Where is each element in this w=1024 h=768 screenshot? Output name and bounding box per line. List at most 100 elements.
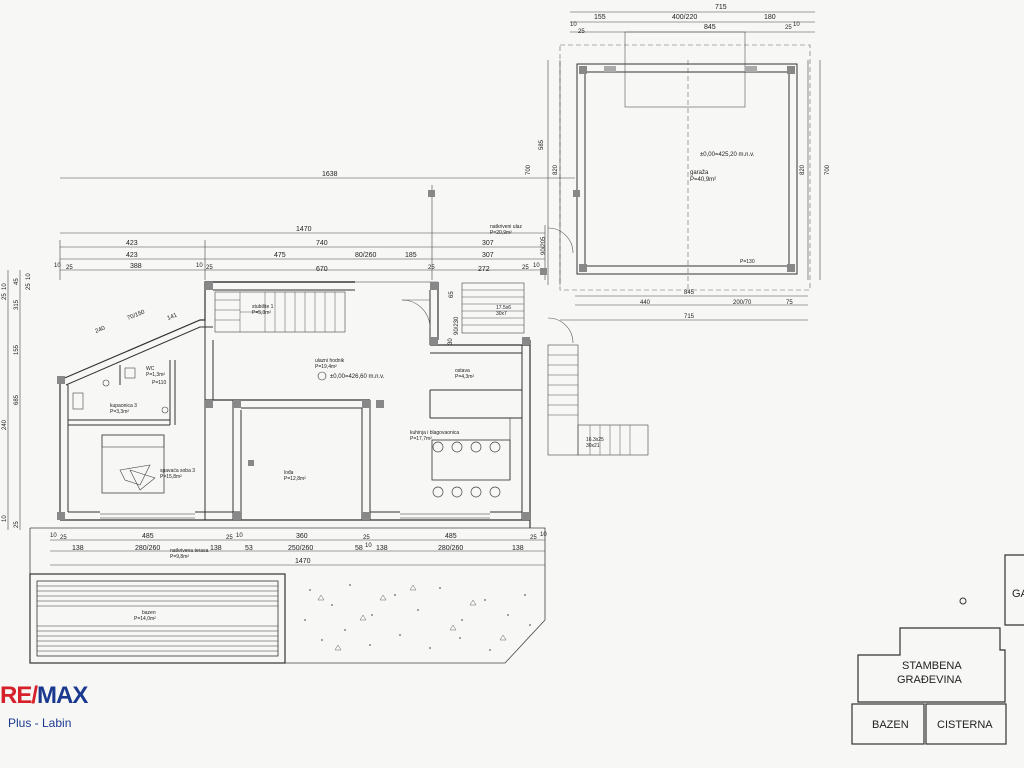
left-dimensions: 10 25 155 45 315 685 240 10 25 25 10 bbox=[2, 270, 32, 530]
dim-b2-138d: 138 bbox=[512, 545, 524, 552]
dim-left-10: 10 bbox=[2, 283, 8, 290]
sink-icon bbox=[102, 379, 110, 387]
bazen-area: P=14,0m² bbox=[134, 616, 156, 622]
dim-left-25c: 25 bbox=[26, 283, 32, 290]
dim-left-10b: 10 bbox=[2, 515, 8, 522]
dining-chairs bbox=[432, 441, 501, 498]
lodja-area: P=12,8m² bbox=[284, 476, 306, 482]
dim-garage-edge-1: 10 bbox=[570, 22, 577, 28]
dim-b1-10b: 10 bbox=[236, 533, 243, 539]
dim-left-25b: 25 bbox=[14, 521, 20, 528]
wc-name: WC bbox=[146, 366, 155, 372]
dim-b2-10: 10 bbox=[365, 543, 372, 549]
dim-585: 585 bbox=[539, 139, 545, 150]
dim-b1-25b: 25 bbox=[226, 535, 233, 541]
stubiste-name: stubište 1 bbox=[252, 304, 274, 310]
door-arc-icon bbox=[401, 299, 431, 329]
dim-1638: 1638 bbox=[322, 171, 338, 178]
dim-b1-25a: 25 bbox=[60, 535, 67, 541]
garaza-name: garaža bbox=[690, 170, 709, 176]
dim-1470-top: 1470 bbox=[296, 226, 312, 233]
level-marker-icon bbox=[317, 371, 327, 381]
kupaonica-name: kupaonica 3 bbox=[110, 403, 137, 409]
dim-700-left: 700 bbox=[526, 164, 532, 175]
dim-garage-total: 715 bbox=[715, 4, 727, 11]
house-dimensions: 1638 1470 423 740 307 423 475 80/260 185… bbox=[54, 171, 575, 280]
house-walls bbox=[57, 190, 580, 528]
garaza-level: ±0,00=425,20 m.n.v. bbox=[700, 152, 755, 158]
dim-row2-307: 307 bbox=[482, 252, 494, 259]
site-partial-label: GA bbox=[1012, 588, 1024, 600]
dim-b2-250: 250/260 bbox=[288, 545, 313, 552]
lodja-name: lođa bbox=[284, 470, 294, 476]
ostava-area: P=4,3m² bbox=[455, 374, 474, 380]
dim-row3-25b: 25 bbox=[206, 265, 213, 271]
dim-garage-inner: 845 bbox=[704, 24, 716, 31]
entry-stairs-sub: 30x7 bbox=[496, 311, 507, 317]
dim-left-45: 45 bbox=[14, 278, 20, 285]
dim-65: 65 bbox=[449, 291, 455, 298]
site-bazen-box bbox=[851, 703, 925, 745]
dim-row3-388: 388 bbox=[130, 263, 142, 270]
dim-garage-part-3: 180 bbox=[764, 14, 776, 21]
site-stambena-line1: STAMBENA bbox=[902, 660, 962, 672]
dim-row3-25c: 25 bbox=[428, 265, 435, 271]
site-bazen: BAZEN bbox=[872, 719, 909, 731]
dim-b2-138b: 138 bbox=[210, 545, 222, 552]
dim-left-155: 155 bbox=[14, 344, 20, 355]
terasa-area: P=9,8m² bbox=[170, 554, 189, 560]
wc-area: P=1,3m² bbox=[146, 372, 165, 378]
dim-row1-307: 307 bbox=[482, 240, 494, 247]
dim-left-315: 315 bbox=[14, 299, 20, 310]
dim-garage-part-1: 155 bbox=[594, 14, 606, 21]
spavaca-name: spavaća soba 3 bbox=[160, 468, 195, 474]
dim-row3-10c: 10 bbox=[533, 263, 540, 269]
spavaca-area: P=15,8m² bbox=[160, 474, 182, 480]
dim-row1-740: 740 bbox=[316, 240, 328, 247]
stairs: stubište 1 P=5,3m² 17.5x6 30x7 bbox=[214, 282, 649, 456]
terrace-pool: 10 25 485 25 10 360 25 485 25 10 138 280… bbox=[29, 527, 547, 664]
ulaz-area: P=20,9m² bbox=[490, 230, 512, 236]
dim-820-right: 820 bbox=[800, 164, 806, 175]
dim-b1-25c: 25 bbox=[363, 535, 370, 541]
dim-b2-138a: 138 bbox=[72, 545, 84, 552]
dim-b1-10a: 10 bbox=[50, 533, 57, 539]
dim-141: 141 bbox=[167, 312, 179, 322]
brand-logo: RE/MAX Plus - Labin bbox=[0, 678, 88, 748]
dim-70-150: 70/150 bbox=[127, 309, 147, 322]
garaza-area: P=40,9m² bbox=[690, 177, 716, 183]
ext-stairs-sub: 30x21 bbox=[586, 443, 600, 449]
site-cisterna-box bbox=[925, 703, 1007, 745]
dim-garage-edge-2: 25 bbox=[578, 29, 585, 35]
hodnik-area: P=19,4m² bbox=[315, 364, 337, 370]
dim-left-10c: 10 bbox=[26, 273, 32, 280]
dim-row3-25d: 25 bbox=[522, 265, 529, 271]
kupaonica-area: P=3,3m² bbox=[110, 409, 129, 415]
dim-garage-edge-3: 25 bbox=[785, 25, 792, 31]
site-plan-inset: GA STAMBENA GRAĐEVINA BAZEN CISTERNA bbox=[851, 554, 1024, 745]
dim-715-bottom: 715 bbox=[684, 314, 695, 320]
pool-outline bbox=[29, 573, 286, 664]
dim-820-left: 820 bbox=[553, 164, 559, 175]
kuhinja-area: P=17,7m² bbox=[410, 436, 432, 442]
garage-block: 715 155 400/220 180 845 10 25 25 10 ±0,0… bbox=[526, 4, 831, 321]
bazen-name: bazen bbox=[142, 610, 156, 616]
dim-845-bottom: 845 bbox=[684, 290, 695, 296]
dim-b1-485a: 485 bbox=[142, 533, 154, 540]
hodnik-level: ±0,00=426,60 m.n.v. bbox=[330, 374, 385, 380]
dim-240: 240 bbox=[95, 325, 107, 335]
dim-row3-10a: 10 bbox=[54, 263, 61, 269]
logo-subtitle: Plus - Labin bbox=[8, 716, 72, 730]
garaza-p130: P=130 bbox=[740, 259, 755, 265]
dim-row1-423: 423 bbox=[126, 240, 138, 247]
dim-row2-185: 185 bbox=[405, 252, 417, 259]
site-stambena-line2: GRAĐEVINA bbox=[897, 674, 962, 686]
kuhinja-name: kuhinja i blagovaonica bbox=[410, 430, 459, 436]
dim-row3-10b: 10 bbox=[196, 263, 203, 269]
dim-p110: P=110 bbox=[152, 380, 166, 386]
bed-icon bbox=[101, 434, 165, 494]
ext-stairs-label: 16.3x25 bbox=[586, 437, 604, 443]
furniture bbox=[72, 227, 574, 498]
dim-b2-58: 58 bbox=[355, 545, 363, 552]
